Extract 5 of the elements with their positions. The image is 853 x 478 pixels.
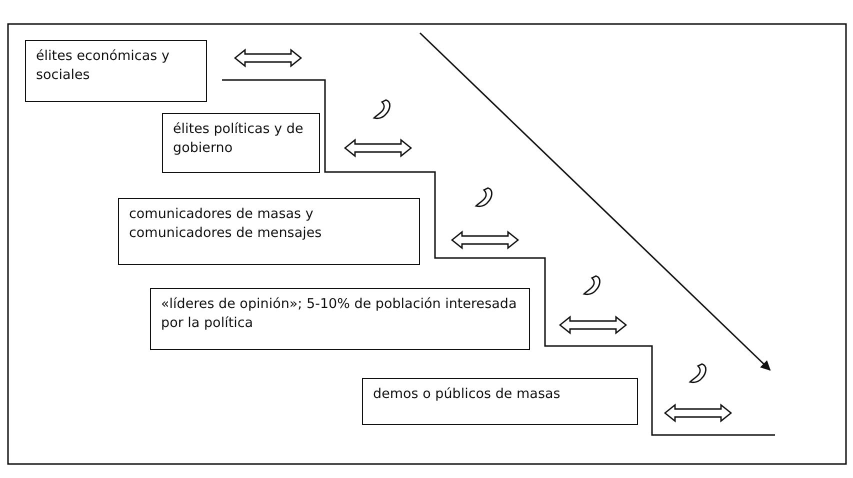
text-box: élites políticas y de gobierno xyxy=(162,113,320,173)
text-box: demos o públicos de masas xyxy=(362,378,638,425)
text-box: «líderes de opinión»; 5-10% de población interesada por la política xyxy=(150,288,530,350)
text-box: élites económicas y sociales xyxy=(25,40,207,102)
text-box: comunicadores de masas y comunicadores de mensajes xyxy=(118,198,420,265)
